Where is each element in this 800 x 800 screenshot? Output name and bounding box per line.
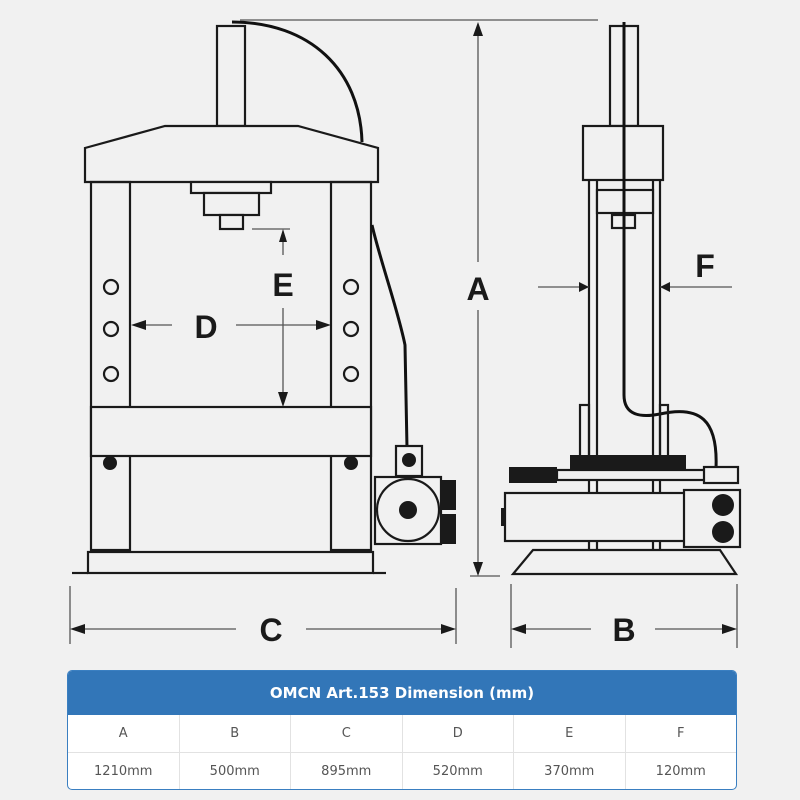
table-cell: 120mm <box>624 753 737 789</box>
front-bed <box>89 405 373 458</box>
hole <box>102 278 120 296</box>
front-base <box>86 550 375 575</box>
column-header: B <box>178 715 291 752</box>
side-foot <box>510 548 739 576</box>
dim-label-b: B <box>612 612 635 648</box>
hole <box>102 320 120 338</box>
arrowhead <box>473 562 483 576</box>
dim-label-f: F <box>695 248 715 284</box>
dim-label-a: A <box>466 271 489 307</box>
front-ram-plate <box>189 180 273 195</box>
arrowhead <box>511 624 526 634</box>
hole <box>342 320 360 338</box>
column-header: F <box>624 715 737 752</box>
dim-label-e: E <box>272 267 293 303</box>
arrowhead <box>70 624 85 634</box>
hole <box>342 365 360 383</box>
front-ram-tip <box>218 213 245 231</box>
side-view <box>501 22 742 576</box>
arrowhead <box>316 320 331 330</box>
front-view <box>72 20 456 575</box>
column-header: E <box>513 715 625 752</box>
hole <box>342 278 360 296</box>
front-hose-side <box>370 224 409 449</box>
front-right-column <box>329 180 373 552</box>
column-header: C <box>290 715 402 752</box>
arrowhead <box>131 320 146 330</box>
arrowhead <box>660 282 670 292</box>
column-header: A <box>118 726 128 741</box>
table-cell: 370mm <box>513 753 625 789</box>
table-cell: 520mm <box>401 753 514 789</box>
dim-label-c: C <box>259 612 282 648</box>
table-title: OMCN Art.153 Dimension (mm) <box>68 671 736 715</box>
side-valve <box>702 465 740 485</box>
arrowhead <box>579 282 589 292</box>
column-header: D <box>401 715 514 752</box>
front-left-column <box>89 180 132 552</box>
side-bed-plate <box>570 455 686 471</box>
pin <box>344 456 358 470</box>
dim-label-d: D <box>194 309 217 345</box>
table-row: 1210mm 500mm 895mm 520mm 370mm 120mm <box>68 752 737 789</box>
front-cylinder <box>215 24 247 128</box>
arrowhead <box>279 229 287 242</box>
side-lower-body <box>503 491 697 543</box>
table-cell: 500mm <box>178 753 291 789</box>
pump-handle <box>442 514 456 544</box>
front-top-head <box>83 124 380 184</box>
table-cell: 895mm <box>290 753 402 789</box>
front-ram-body <box>202 191 261 217</box>
dimension-table: OMCN Art.153 Dimension (mm) A B C D E F … <box>67 670 737 790</box>
side-handle <box>509 467 557 483</box>
table-cell: 1210mm <box>94 764 153 779</box>
table-header-row: A B C D E F <box>68 715 736 752</box>
arrowhead <box>278 392 288 407</box>
pin <box>103 456 117 470</box>
arrowhead <box>441 624 456 634</box>
front-hose-top <box>231 20 364 143</box>
arrowhead <box>473 22 483 36</box>
pump-handle <box>442 480 456 510</box>
dimension-lines: A E D F C B <box>69 19 738 648</box>
hole <box>102 365 120 383</box>
arrowhead <box>722 624 737 634</box>
press-diagram: A E D F C B <box>69 19 742 648</box>
